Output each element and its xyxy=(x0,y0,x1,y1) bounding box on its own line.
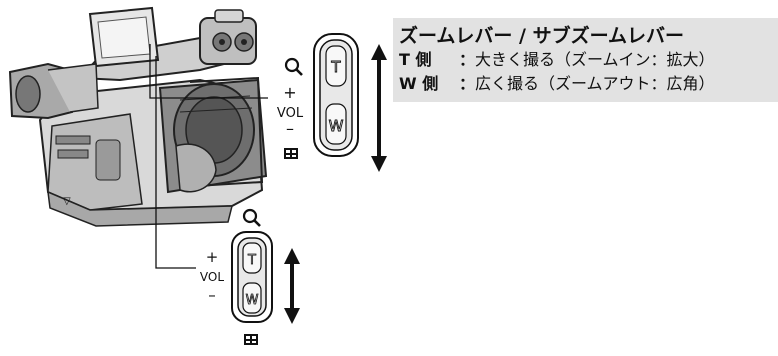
main-zoom-lever: T W + VOL – xyxy=(277,33,387,172)
sub-lever-minus-label: – xyxy=(208,286,216,304)
sub-zoom-in-magnifier-icon xyxy=(242,208,261,227)
info-row-colon: ： xyxy=(459,74,476,93)
main-lever-t-label: T xyxy=(330,58,341,76)
sub-lever-t-label: T xyxy=(247,253,256,268)
main-lever-plus-label: + xyxy=(283,83,296,102)
zoom-out-wide-icon xyxy=(284,148,298,159)
camera-mark-label: ▽ xyxy=(63,196,71,207)
sub-zoom-out-wide-icon xyxy=(244,334,258,345)
sub-lever-vol-label: VOL xyxy=(200,270,224,284)
info-title: ズームレバー / サブズームレバー xyxy=(399,25,685,47)
info-row-side-label: T 側 xyxy=(399,50,432,69)
sub-lever-w-label: W xyxy=(246,293,259,308)
main-lever-minus-label: – xyxy=(286,119,294,138)
main-lever-w-label: W xyxy=(329,117,344,135)
camcorder-illustration xyxy=(8,6,268,227)
zoom-lever-info-box: ズームレバー / サブズームレバー T 側：大きく撮る（ズームイン：拡大） W … xyxy=(393,18,778,102)
main-lever-vol-label: VOL xyxy=(277,106,304,121)
main-lever-direction-arrow xyxy=(371,44,387,172)
info-row-t-side: T 側 ：大きく撮る（ズームイン：拡大） xyxy=(399,48,778,72)
sub-lever-w-key[interactable] xyxy=(242,282,262,314)
main-lever-w-key[interactable] xyxy=(325,103,347,145)
info-row-w-side: W 側 ：広く撮る（ズームアウト：広角） xyxy=(399,72,778,96)
sub-lever-direction-arrow xyxy=(284,248,300,324)
sub-zoom-lever: T W + VOL – xyxy=(200,208,300,345)
sub-lever-plus-label: + xyxy=(206,248,219,266)
info-row-description: 広く撮る（ズームアウト：広角） xyxy=(475,74,715,93)
info-row-side-label: W 側 xyxy=(399,74,439,93)
zoom-in-magnifier-icon xyxy=(284,57,303,76)
info-row-colon: ： xyxy=(459,50,476,69)
sub-lever-t-key[interactable] xyxy=(242,242,262,274)
leader-lines xyxy=(149,44,268,269)
main-lever-t-key[interactable] xyxy=(325,45,347,87)
main-lever-leader-line xyxy=(149,44,268,99)
info-row-description: 大きく撮る（ズームイン：拡大） xyxy=(475,50,715,69)
sub-lever-leader-line xyxy=(155,56,196,269)
